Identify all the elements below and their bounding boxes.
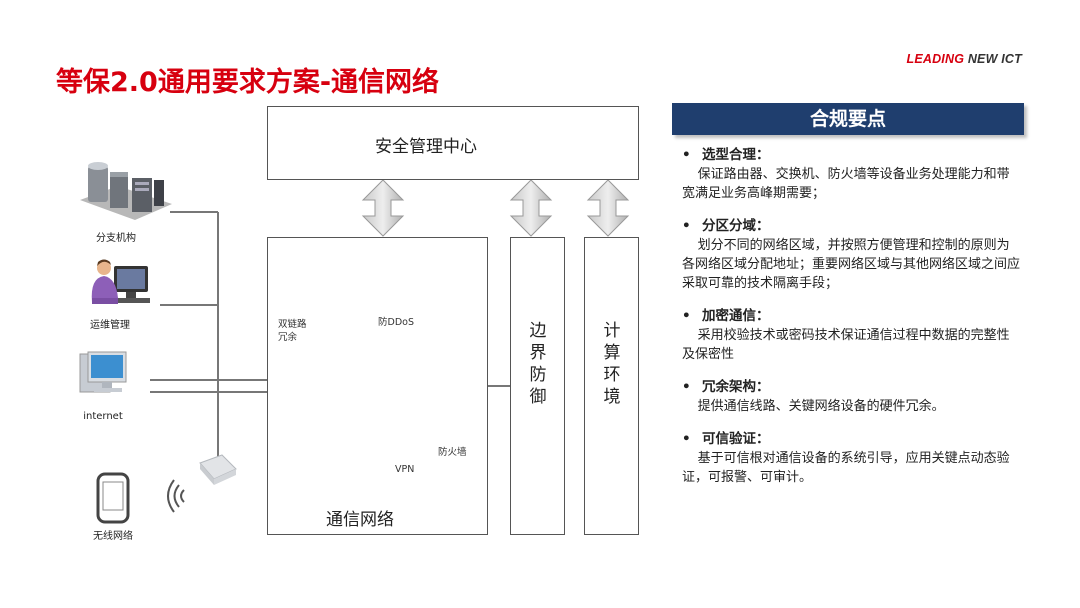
wifi-icon	[167, 479, 185, 513]
list-item: • 可信验证： 基于可信根对通信设备的系统引导，应用关键点动态验证，可报警、可审计…	[682, 430, 1022, 487]
brand-part1: LEADING	[906, 52, 965, 66]
operator-icon	[91, 259, 150, 304]
dual-link-line-2: 冗余	[278, 332, 298, 343]
security-center-label: 安全管理中心	[375, 137, 477, 157]
item-body: 划分不同的网络区域，并按照方便管理和控制的原则为各网络区域分配地址；重要网络区域…	[682, 238, 1021, 291]
list-item: • 冗余架构： 提供通信线路、关键网络设备的硬件冗余。	[682, 378, 1022, 416]
item-body: 采用校验技术或密码技术保证通信过程中数据的完整性及保密性	[682, 328, 1010, 362]
double-arrow-2	[509, 179, 553, 237]
compute-env-char-2: 算	[603, 343, 621, 363]
compute-env-char-4: 境	[603, 387, 621, 407]
brand-part2: NEW ICT	[964, 52, 1022, 66]
item-heading: 分区分域：	[702, 218, 770, 234]
comm-network-box	[267, 237, 488, 535]
server-icon	[80, 162, 172, 220]
item-body: 基于可信根对通信设备的系统引导，应用关键点动态验证，可报警、可审计。	[682, 451, 1010, 485]
access-point-icon	[199, 454, 237, 485]
branch-label: 分支机构	[96, 233, 136, 244]
firewall-label: 防火墙	[438, 447, 467, 458]
compute-env-box	[584, 237, 639, 535]
comm-network-label: 通信网络	[326, 510, 394, 530]
pc-icon	[79, 351, 127, 393]
item-body: 保证路由器、交换机、防火墙等设备业务处理能力和带宽满足业务高峰期需要；	[682, 167, 1010, 201]
internet-label: internet	[83, 411, 123, 422]
item-body: 提供通信线路、关键网络设备的硬件冗余。	[697, 399, 945, 414]
security-center-box	[267, 106, 639, 180]
item-heading: 加密通信：	[702, 308, 770, 324]
list-item: • 加密通信： 采用校验技术或密码技术保证通信过程中数据的完整性及保密性	[682, 307, 1022, 364]
border-defense-char-3: 防	[529, 365, 547, 385]
vpn-label: VPN	[395, 464, 415, 475]
bullet: •	[682, 218, 691, 234]
compute-env-label: 计 算 环 境	[601, 320, 623, 408]
list-item: • 分区分域： 划分不同的网络区域，并按照方便管理和控制的原则为各网络区域分配地址…	[682, 217, 1022, 293]
border-defense-char-4: 御	[529, 387, 547, 407]
border-defense-char-2: 界	[529, 343, 547, 363]
compliance-heading: 合规要点	[672, 103, 1024, 135]
wireless-label: 无线网络	[93, 531, 133, 542]
item-heading: 冗余架构：	[702, 379, 770, 395]
bullet: •	[682, 431, 691, 447]
double-arrow-1	[361, 179, 405, 237]
compliance-list: • 选型合理： 保证路由器、交换机、防火墙等设备业务处理能力和带宽满足业务高峰期需…	[682, 146, 1022, 501]
compute-env-char-1: 计	[603, 321, 621, 341]
compute-env-char-3: 环	[603, 365, 621, 385]
ddos-label: 防DDoS	[378, 317, 414, 328]
brand-logo: LEADING NEW ICT	[906, 52, 1022, 66]
item-heading: 选型合理：	[702, 147, 770, 163]
list-item: • 选型合理： 保证路由器、交换机、防火墙等设备业务处理能力和带宽满足业务高峰期需…	[682, 146, 1022, 203]
bullet: •	[682, 379, 691, 395]
bullet: •	[682, 308, 691, 324]
border-defense-label: 边 界 防 御	[527, 320, 549, 408]
dual-link-line-1: 双链路	[278, 319, 307, 330]
dual-link-label: 双链路 冗余	[278, 318, 307, 344]
border-defense-char-1: 边	[529, 321, 547, 341]
item-heading: 可信验证：	[702, 431, 770, 447]
double-arrow-3	[586, 179, 630, 237]
mobile-phone-icon	[96, 472, 130, 524]
ops-label: 运维管理	[90, 320, 130, 331]
bullet: •	[682, 147, 691, 163]
page-title: 等保2.0通用要求方案-通信网络	[56, 67, 440, 98]
border-defense-box	[510, 237, 565, 535]
